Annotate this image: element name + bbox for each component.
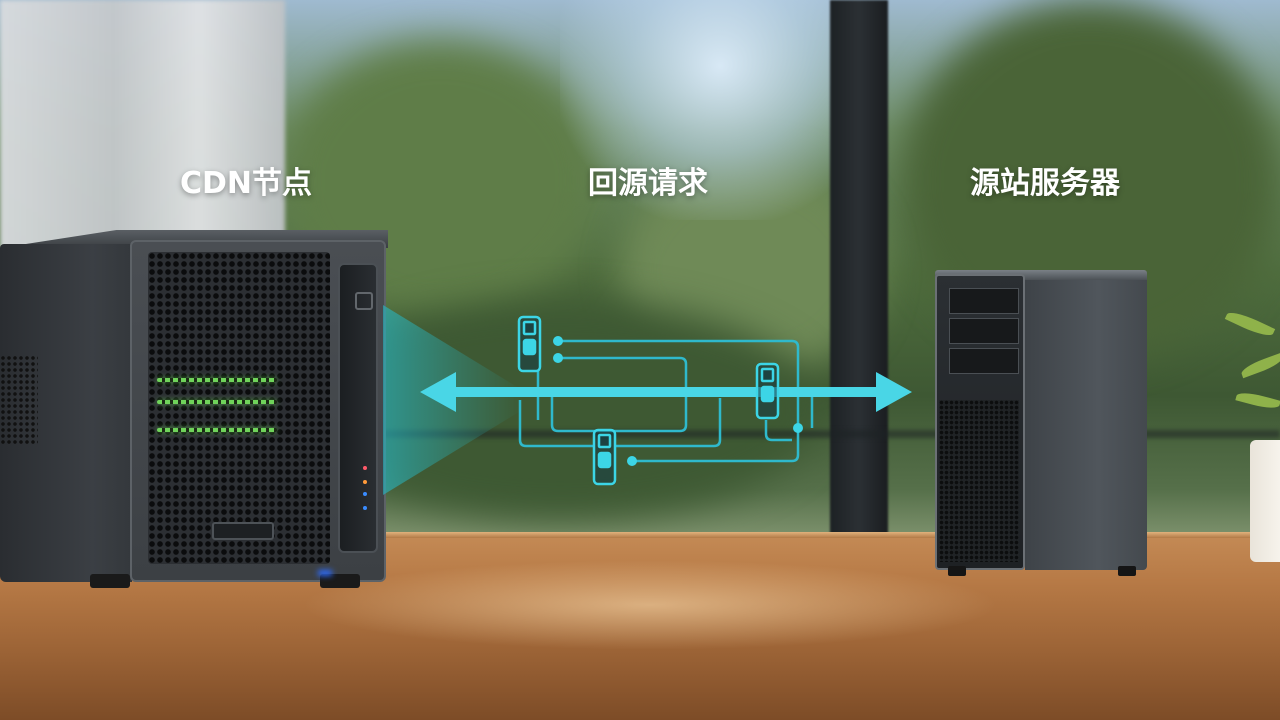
connection-line [518,400,594,448]
table-light [300,560,1000,650]
cdn-side-vent [0,355,38,445]
server-top-panel [935,270,1147,280]
cdn-drive-led [157,400,277,404]
cdn-node-label: CDN节点 [180,166,313,201]
plant-pot [1250,440,1280,562]
connection-line [558,339,800,463]
cdn-foot [90,574,130,588]
junction-dots [553,336,803,466]
server-drive-bay [949,318,1019,344]
cdn-drive-led [157,378,277,382]
window-frame [280,430,1280,438]
server-foot [948,566,966,576]
cdn-front-slot [212,522,274,540]
junction-dot [553,353,563,363]
server-drive-bay [949,348,1019,374]
status-led-icon [363,506,367,510]
server-node-icon [755,362,780,420]
server-side-panel [1025,276,1147,570]
origin-server-label: 源站服务器 [970,166,1120,201]
server-foot [1118,566,1136,576]
junction-dot [553,336,563,346]
server-node-icon [592,428,617,486]
cdn-mesh-grille [148,252,330,564]
server-drive-bay [949,288,1019,314]
connection-line [550,356,688,433]
origin-request-label: 回源请求 [588,166,708,201]
window-pillar [830,0,888,535]
cdn-node-device [0,230,388,590]
junction-dot [793,423,803,433]
connection-line [616,398,722,448]
node-icons [517,315,780,486]
server-node-icon [517,315,542,373]
cdn-blue-glow [318,570,332,576]
arrow-head-right [876,372,912,412]
arrow-shaft [450,387,882,397]
status-led-icon [363,480,367,484]
cdn-drive-led [157,428,277,432]
cdn-control-panel [338,263,378,553]
sky-glow [560,0,880,220]
status-led-icon [363,492,367,496]
cdn-foot [320,574,360,588]
table-edge [0,532,1280,538]
arrow-head-left [420,372,456,412]
server-mesh-grille [939,400,1019,562]
power-button-icon [355,292,373,310]
double-arrow-icon [420,372,912,412]
status-led-icon [363,466,367,470]
connection-lines [518,339,814,463]
origin-server-device [930,270,1152,580]
connection-line [764,420,792,442]
junction-dot [627,456,637,466]
